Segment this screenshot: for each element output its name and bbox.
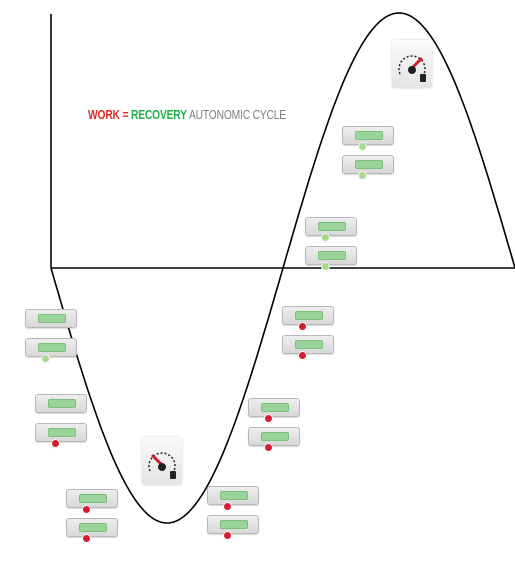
status-indicator-icon: [224, 532, 231, 539]
toggle-switch[interactable]: [342, 126, 394, 150]
toggle-switch[interactable]: [248, 427, 300, 451]
low-energy-gauge-icon: [142, 437, 182, 485]
switch-fill: [261, 432, 289, 441]
sine-wave: [50, 12, 515, 524]
switch-fill: [48, 428, 76, 437]
control-card: [207, 477, 259, 539]
toggle-switch[interactable]: [35, 394, 87, 413]
card-label: [342, 117, 394, 123]
toggle-switch[interactable]: [35, 423, 87, 447]
control-card: [248, 389, 300, 451]
status-indicator-icon: [52, 440, 59, 447]
status-indicator-icon: [83, 535, 90, 542]
switch-fill: [318, 222, 346, 231]
high-energy-gauge-icon: [392, 40, 432, 88]
switch-fill: [79, 523, 107, 532]
control-card: [66, 480, 118, 542]
toggle-switch[interactable]: [66, 518, 118, 542]
switch-fill: [79, 494, 107, 503]
status-indicator-icon: [265, 444, 272, 451]
toggle-switch[interactable]: [248, 398, 300, 422]
switch-fill: [295, 311, 323, 320]
control-card: [35, 385, 87, 447]
control-card: [305, 208, 357, 270]
title-separator: =: [119, 108, 131, 122]
status-indicator-icon: [83, 506, 90, 513]
title-rest: AUTONOMIC CYCLE: [186, 108, 286, 122]
status-indicator-icon: [299, 352, 306, 359]
switch-fill: [48, 399, 76, 408]
title-recovery: RECOVERY: [130, 108, 187, 122]
status-indicator-icon: [322, 234, 329, 241]
toggle-switch[interactable]: [282, 335, 334, 359]
toggle-switch[interactable]: [342, 155, 394, 179]
switch-fill: [38, 314, 66, 323]
card-label: [305, 208, 357, 214]
status-indicator-icon: [265, 415, 272, 422]
status-indicator-icon: [359, 172, 366, 179]
switch-fill: [355, 160, 383, 169]
diagram-title: WORK = RECOVERY AUTONOMIC CYCLE: [88, 108, 286, 122]
status-indicator-icon: [322, 263, 329, 270]
status-indicator-icon: [42, 355, 49, 362]
switch-fill: [355, 131, 383, 140]
toggle-switch[interactable]: [282, 306, 334, 330]
switch-fill: [261, 403, 289, 412]
toggle-switch[interactable]: [207, 515, 259, 539]
switch-fill: [295, 340, 323, 349]
toggle-switch[interactable]: [25, 338, 77, 362]
toggle-switch[interactable]: [25, 309, 77, 328]
card-label: [282, 297, 334, 303]
card-label: [25, 300, 77, 306]
switch-fill: [220, 520, 248, 529]
toggle-switch[interactable]: [207, 486, 259, 510]
toggle-switch[interactable]: [66, 489, 118, 513]
status-indicator-icon: [359, 143, 366, 150]
control-card: [342, 117, 394, 179]
status-indicator-icon: [224, 503, 231, 510]
toggle-switch[interactable]: [305, 246, 357, 270]
card-label: [207, 477, 259, 483]
status-indicator-icon: [299, 323, 306, 330]
control-card: [282, 297, 334, 359]
card-label: [248, 389, 300, 395]
toggle-switch[interactable]: [305, 217, 357, 241]
switch-fill: [220, 491, 248, 500]
card-label: [66, 480, 118, 486]
switch-fill: [318, 251, 346, 260]
switch-fill: [38, 343, 66, 352]
title-work: WORK: [88, 108, 120, 122]
card-label: [35, 385, 87, 391]
control-card: [25, 300, 77, 362]
